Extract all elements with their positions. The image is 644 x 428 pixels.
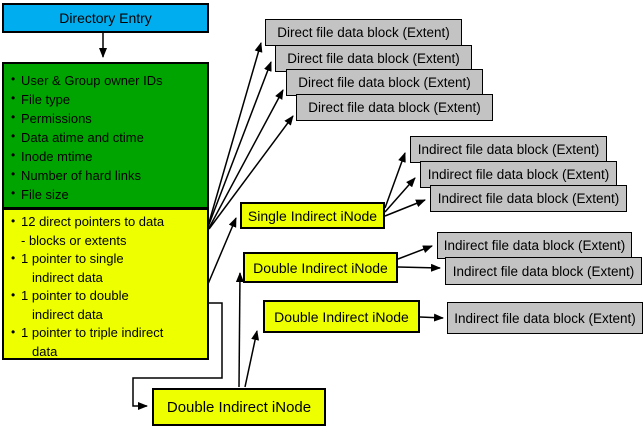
indirect-data-block-label: Indirect file data block (Extent): [452, 263, 635, 279]
arrow-bottom-double-to-double2: [244, 330, 260, 388]
metadata-item: File size: [9, 184, 203, 204]
single-indirect-inode-node: Single Indirect iNode: [240, 202, 385, 229]
arrow-double1-to-indirect-block-4: [397, 245, 433, 260]
double-indirect-inode-node-3: Double Indirect iNode: [152, 388, 326, 426]
pointer-item: 12 direct pointers to data: [9, 212, 205, 232]
arrow-double1-to-indirect-block-5: [397, 263, 441, 272]
arrow-single-to-indirect-block-1: [384, 152, 406, 209]
indirect-data-block-label: Indirect file data block (Extent): [437, 191, 620, 206]
arrow-double2-to-indirect-block-6: [419, 313, 444, 322]
indirect-data-block: Indirect file data block (Extent): [430, 185, 627, 212]
double-indirect-inode-node-2: Double Indirect iNode: [263, 300, 420, 333]
arrow-inode-to-single-indirect: [207, 217, 237, 285]
direct-data-block: Direct file data block (Extent): [265, 19, 462, 46]
pointer-item: - blocks or extents: [21, 232, 127, 248]
double-indirect-inode-node-1: Double Indirect iNode: [243, 252, 398, 283]
inode-metadata-node: User & Group owner IDs File type Permiss…: [2, 62, 209, 209]
arrow-inode-to-direct-block-1: [207, 42, 263, 227]
metadata-item: Data atime and ctime: [9, 127, 203, 147]
pointer-item: 1 pointer to triple indirect: [9, 323, 205, 343]
inode-pointers-node: 12 direct pointers to data - blocks or e…: [2, 208, 209, 360]
indirect-data-block-label: Indirect file data block (Extent): [443, 238, 626, 253]
metadata-item: Number of hard links: [9, 165, 203, 185]
pointer-item: indirect data: [32, 306, 103, 322]
direct-data-block-label: Direct file data block (Extent): [287, 51, 460, 66]
double-indirect-label: Double Indirect iNode: [253, 259, 388, 276]
arrow-single-to-indirect-block-3: [384, 199, 426, 217]
direct-data-block-label: Direct file data block (Extent): [308, 100, 481, 115]
directory-entry-label: Directory Entry: [59, 10, 152, 26]
indirect-data-block: Indirect file data block (Extent): [447, 302, 643, 334]
direct-data-block-label: Direct file data block (Extent): [277, 25, 450, 40]
double-indirect-label: Double Indirect iNode: [166, 398, 312, 416]
single-indirect-label: Single Indirect iNode: [247, 207, 378, 224]
metadata-item: Inode mtime: [9, 146, 203, 166]
pointer-item: 1 pointer to single: [9, 249, 205, 269]
indirect-data-block: Indirect file data block (Extent): [410, 136, 607, 163]
direct-data-block: Direct file data block (Extent): [286, 69, 483, 96]
arrow-single-to-indirect-block-2: [384, 177, 416, 213]
pointer-item: indirect data: [32, 269, 103, 285]
arrow-bottom-double-to-double1: [235, 272, 244, 388]
indirect-data-block: Indirect file data block (Extent): [445, 257, 642, 285]
double-indirect-label: Double Indirect iNode: [274, 308, 409, 325]
direct-data-block: Direct file data block (Extent): [275, 45, 472, 72]
pointer-item: data: [32, 343, 58, 359]
direct-data-block: Direct file data block (Extent): [296, 94, 493, 121]
indirect-data-block-label: Indirect file data block (Extent): [427, 167, 610, 182]
metadata-item: Permissions: [9, 108, 203, 128]
pointer-item: 1 pointer to double: [9, 286, 205, 306]
metadata-item: File type: [9, 89, 203, 109]
indirect-data-block: Indirect file data block (Extent): [420, 161, 617, 188]
direct-data-block-label: Direct file data block (Extent): [298, 75, 471, 90]
metadata-item: User & Group owner IDs: [9, 70, 203, 90]
indirect-data-block-label: Indirect file data block (Extent): [417, 142, 600, 157]
indirect-data-block: Indirect file data block (Extent): [437, 232, 632, 259]
indirect-data-block-label: Indirect file data block (Extent): [454, 310, 636, 326]
directory-entry-node: Directory Entry: [2, 3, 209, 33]
